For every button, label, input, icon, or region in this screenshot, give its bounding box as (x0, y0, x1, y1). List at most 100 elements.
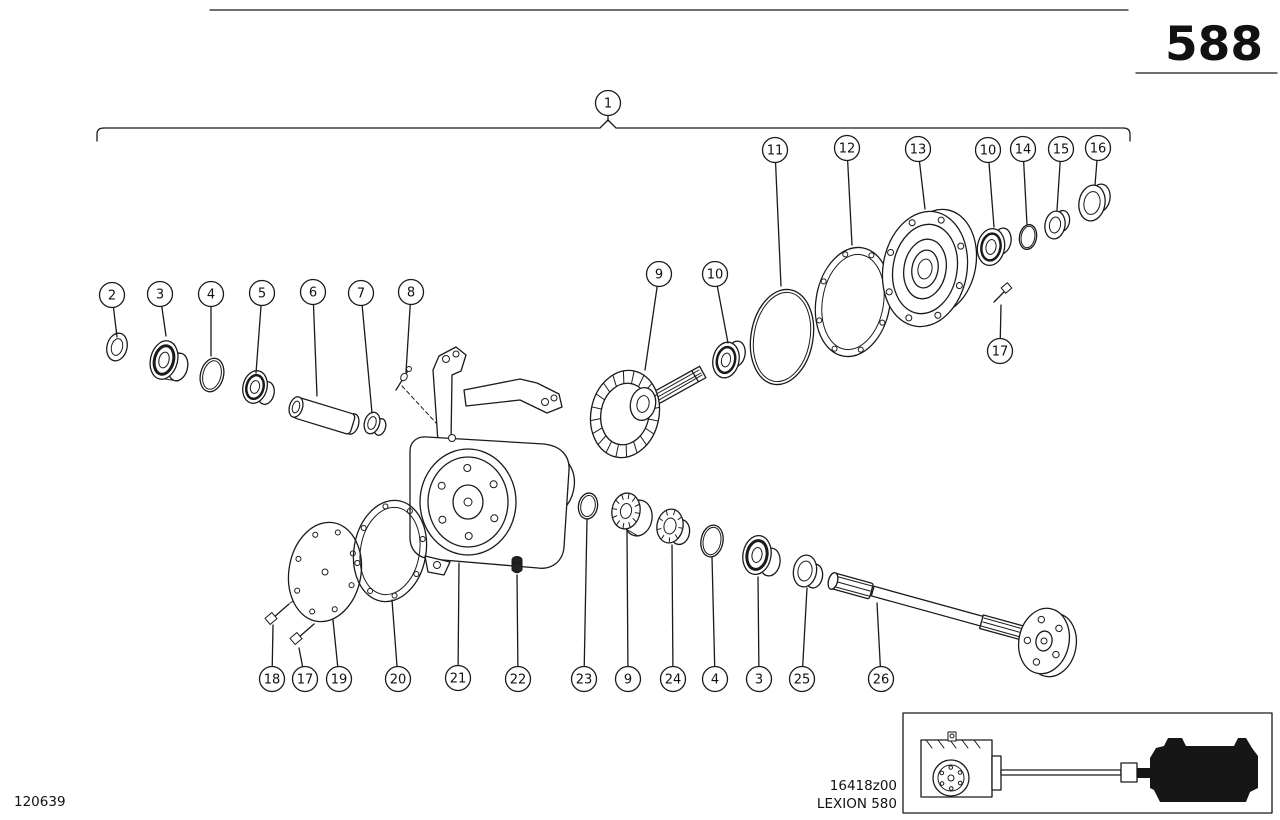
part-ring-7 (363, 411, 387, 436)
callout-label: 21 (450, 672, 467, 687)
callout-label: 4 (711, 673, 719, 688)
part-seal-16 (1078, 183, 1111, 222)
part-cover-plate-19 (287, 521, 363, 623)
callout-label: 25 (794, 673, 811, 688)
callout-balloon-25: 25 (788, 587, 816, 693)
part-carrier-13 (881, 208, 978, 328)
callout-label: 22 (510, 673, 527, 688)
model-name: LEXION 580 (817, 796, 897, 812)
part-bearing-3a (149, 340, 189, 382)
callout-balloon-10: 10 (974, 136, 1002, 228)
callout-balloon-12: 12 (833, 134, 861, 246)
part-locknut-15 (1044, 209, 1071, 240)
callout-label: 11 (767, 144, 784, 159)
page-number: 588 (1165, 17, 1263, 72)
callout-label: 17 (992, 345, 1009, 360)
callout-label: 17 (297, 673, 314, 688)
callout-balloon-6: 6 (299, 278, 327, 397)
inset-axle-silhouette (1137, 738, 1258, 802)
part-bearing-10b (976, 227, 1012, 267)
callout-label: 10 (707, 268, 724, 283)
callout-balloon-8: 8 (397, 278, 425, 373)
callout-label: 10 (980, 144, 997, 159)
part-oring-11 (749, 288, 815, 386)
part-bearing-24 (656, 508, 691, 546)
callout-balloon-21: 21 (444, 562, 472, 692)
callout-label: 19 (331, 673, 348, 688)
callout-label: 15 (1053, 143, 1070, 158)
callout-balloon-13: 13 (904, 135, 932, 210)
callout-balloon-20: 20 (384, 599, 412, 693)
callout-label: 3 (156, 288, 164, 303)
callout-balloon-5: 5 (248, 279, 276, 374)
part-bolt-17a (993, 282, 1013, 303)
part-seal-ring-2 (106, 332, 128, 362)
inset-gearbox (920, 731, 1002, 798)
callout-balloon-9: 9 (614, 530, 642, 693)
callout-label: 13 (910, 143, 927, 158)
part-bolt-17b (289, 623, 315, 645)
callout-label: 12 (839, 142, 856, 157)
callout-balloon-4: 4 (197, 280, 225, 357)
callout-balloon-19: 19 (325, 619, 353, 693)
callout-balloon-10: 10 (701, 260, 729, 344)
callout-balloon-16: 16 (1084, 134, 1112, 186)
callout-balloon-14: 14 (1009, 135, 1037, 226)
callout-balloon-17: 17 (291, 647, 319, 693)
callout-balloon-2: 2 (98, 281, 126, 338)
assembly-callout-label: 1 (604, 97, 612, 112)
part-housing-21 (409, 346, 576, 576)
part-plug-22 (511, 556, 523, 574)
callout-label: 24 (665, 673, 682, 688)
part-snapring-23 (577, 492, 599, 520)
part-axle-shaft-26 (827, 572, 1078, 678)
callout-balloon-11: 11 (761, 136, 789, 287)
part-pinion-9b (611, 492, 653, 537)
callout-label: 16 (1090, 142, 1107, 157)
callout-balloon-18: 18 (258, 624, 286, 693)
callout-label: 26 (873, 673, 890, 688)
callout-label: 5 (258, 287, 266, 302)
part-bevel-gear-9a (589, 365, 707, 459)
callout-balloon-9: 9 (644, 260, 673, 371)
drawing-code: 16418z00 (830, 778, 897, 794)
callout-label: 8 (407, 286, 415, 301)
assembly-callout: 1 (96, 89, 1131, 142)
callout-label: 14 (1015, 143, 1032, 158)
callout-label: 20 (390, 673, 407, 688)
part-spacer-tube-6 (288, 396, 360, 435)
part-bearing-5 (242, 370, 275, 405)
part-seal-25 (792, 554, 824, 589)
part-oring-14 (1018, 223, 1038, 251)
callout-balloon-15: 15 (1047, 135, 1075, 211)
callout-balloon-26: 26 (867, 602, 895, 693)
exploded-parts (106, 183, 1111, 678)
callout-balloon-17: 17 (986, 304, 1014, 365)
callout-balloon-22: 22 (504, 574, 532, 693)
callout-balloon-23: 23 (570, 518, 598, 693)
callout-balloon-7: 7 (347, 279, 375, 414)
callout-label: 7 (357, 287, 365, 302)
callout-label: 18 (264, 673, 281, 688)
callout-label: 6 (309, 286, 317, 301)
callout-label: 9 (624, 673, 632, 688)
callout-label: 2 (108, 289, 116, 304)
doc-number: 120639 (14, 794, 66, 810)
inset-shaft (1000, 762, 1138, 783)
inset-thumbnail (902, 712, 1273, 814)
part-gasket-20 (352, 499, 428, 603)
callout-balloon-3: 3 (146, 280, 174, 337)
callout-balloon-24: 24 (659, 544, 687, 693)
part-oring-4a (199, 357, 225, 393)
callout-label: 4 (207, 288, 215, 303)
part-oring-4b (700, 524, 724, 558)
callout-balloon-4: 4 (701, 556, 729, 693)
callout-label: 3 (755, 673, 763, 688)
part-bearing-3b (742, 534, 781, 577)
callout-label: 9 (655, 268, 663, 283)
callout-label: 23 (576, 673, 593, 688)
callout-balloon-3: 3 (745, 576, 773, 693)
